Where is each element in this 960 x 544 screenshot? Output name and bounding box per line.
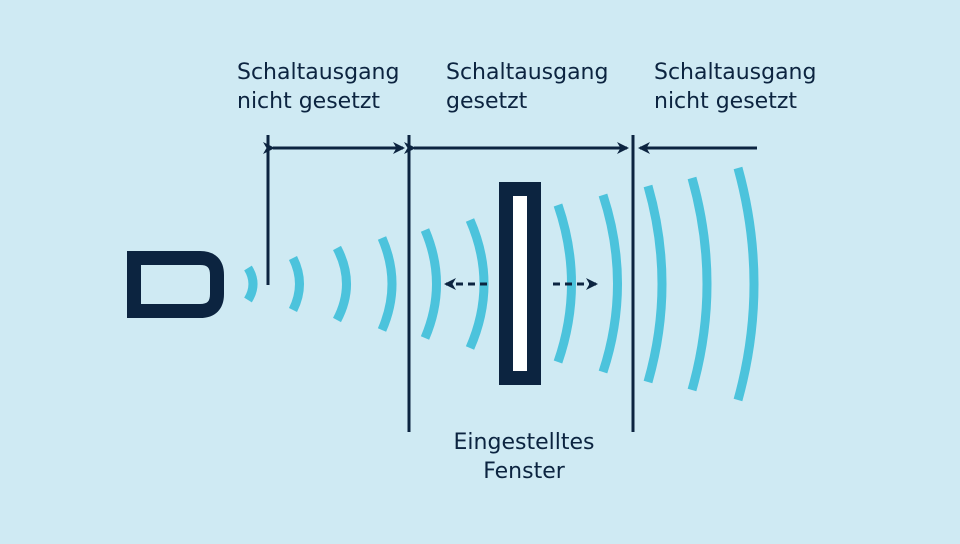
- zone-1-label-line2: nicht gesetzt: [237, 89, 381, 114]
- sensor-housing-icon: [127, 251, 224, 318]
- zone-2-label-line2: gesetzt: [446, 89, 528, 114]
- zone-2-label: Schaltausgang gesetzt: [446, 58, 608, 116]
- target-object-icon: [499, 182, 541, 385]
- zone-3-label-line1: Schaltausgang: [654, 60, 817, 85]
- zone-2-label-line1: Schaltausgang: [446, 60, 609, 85]
- zone-1-label: Schaltausgang nicht gesetzt: [237, 58, 399, 116]
- wave-11: [733, 166, 759, 402]
- zone-3-label: Schaltausgang nicht gesetzt: [654, 58, 816, 116]
- zone-1-label-line1: Schaltausgang: [237, 60, 400, 85]
- wave-5: [420, 228, 441, 340]
- window-label-line1: Eingestelltes: [453, 430, 595, 455]
- wave-8: [598, 193, 622, 374]
- sound-wave-icon: [244, 166, 759, 402]
- window-label: Eingestelltes Fenster: [424, 428, 624, 486]
- wave-4: [377, 236, 397, 332]
- zone-boundaries: [266, 135, 635, 432]
- wave-9: [643, 184, 667, 384]
- wave-10: [687, 176, 712, 392]
- wave-3: [332, 245, 351, 323]
- wave-1: [244, 265, 258, 303]
- zone-3-label-line2: nicht gesetzt: [654, 89, 798, 114]
- window-label-line2: Fenster: [483, 459, 565, 484]
- wave-2: [288, 255, 304, 313]
